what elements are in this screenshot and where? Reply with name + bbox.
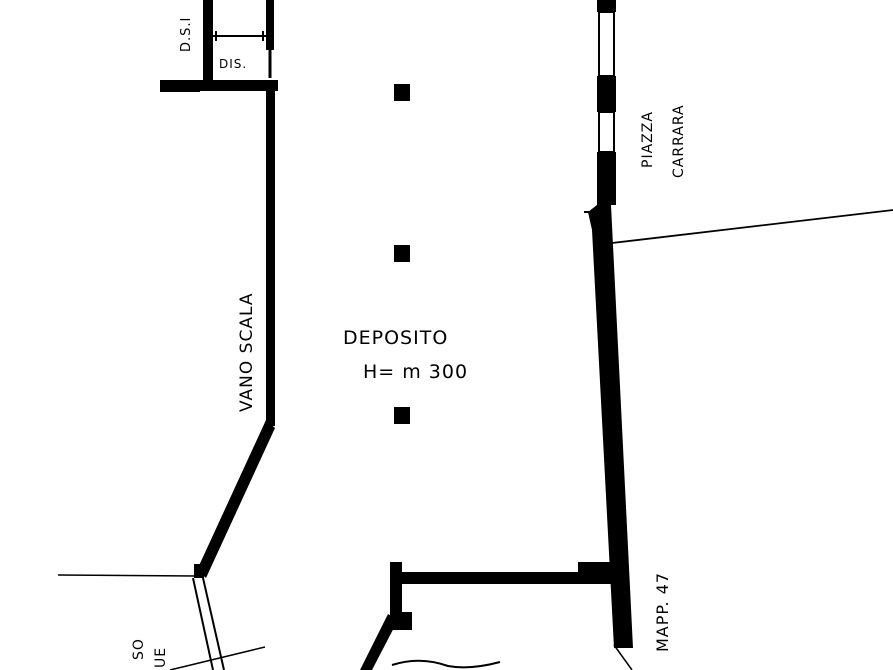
bottom-room-diagonal-wall — [360, 614, 398, 670]
bottom-room-left-wall — [390, 562, 402, 626]
bottom-room — [360, 562, 616, 670]
door-leaf-inner — [202, 577, 225, 670]
dsi-right-wall — [266, 0, 274, 50]
deposito-label: DEPOSITO — [343, 327, 448, 349]
door-swing-line — [169, 646, 266, 670]
stair-diagonal-wall — [197, 420, 275, 578]
mapp-label: MAPP. 47 — [653, 572, 672, 652]
property-boundary-line — [611, 209, 893, 244]
facade-segment-top — [597, 0, 616, 12]
dis-label: DIS. — [219, 57, 247, 71]
fragment-label-b: UE — [153, 647, 169, 668]
vano-scala-label: VANO SCALA — [237, 293, 257, 412]
dsi-left-wall — [203, 0, 213, 88]
dsi-label: D.S.I — [179, 17, 194, 52]
right-facade: PIAZZA CARRARA MAPP. 47 — [584, 0, 687, 670]
dis-bottom-wall — [160, 80, 278, 91]
bottom-room-left-pier — [390, 612, 412, 630]
columns — [394, 84, 410, 424]
facade-lower-line — [613, 644, 633, 670]
column-3 — [394, 407, 410, 424]
window-1 — [598, 11, 615, 77]
stair-vertical-wall — [266, 88, 275, 426]
bottom-left-door: SO UE — [131, 577, 266, 670]
height-label: H= m 300 — [363, 361, 468, 383]
window-2 — [598, 111, 615, 153]
facade-main-wall — [588, 152, 633, 648]
bottom-room-top-wall — [390, 572, 616, 584]
stair-wall: VANO SCALA — [194, 88, 275, 578]
piazza-label: PIAZZA — [640, 111, 656, 168]
door-leaf-outer — [192, 577, 214, 670]
carrara-label: CARRARA — [671, 104, 687, 178]
facade-pier-1 — [597, 76, 616, 112]
left-boundary-line — [57, 574, 197, 577]
stair-wall-corner — [194, 564, 204, 578]
column-1 — [394, 84, 410, 101]
bottom-room-sketch-stroke — [391, 659, 501, 669]
top-left-rooms: D.S.I DIS. — [160, 0, 278, 92]
column-2 — [394, 245, 410, 262]
fragment-label-a: SO — [131, 638, 147, 660]
bottom-room-junction — [578, 562, 612, 584]
